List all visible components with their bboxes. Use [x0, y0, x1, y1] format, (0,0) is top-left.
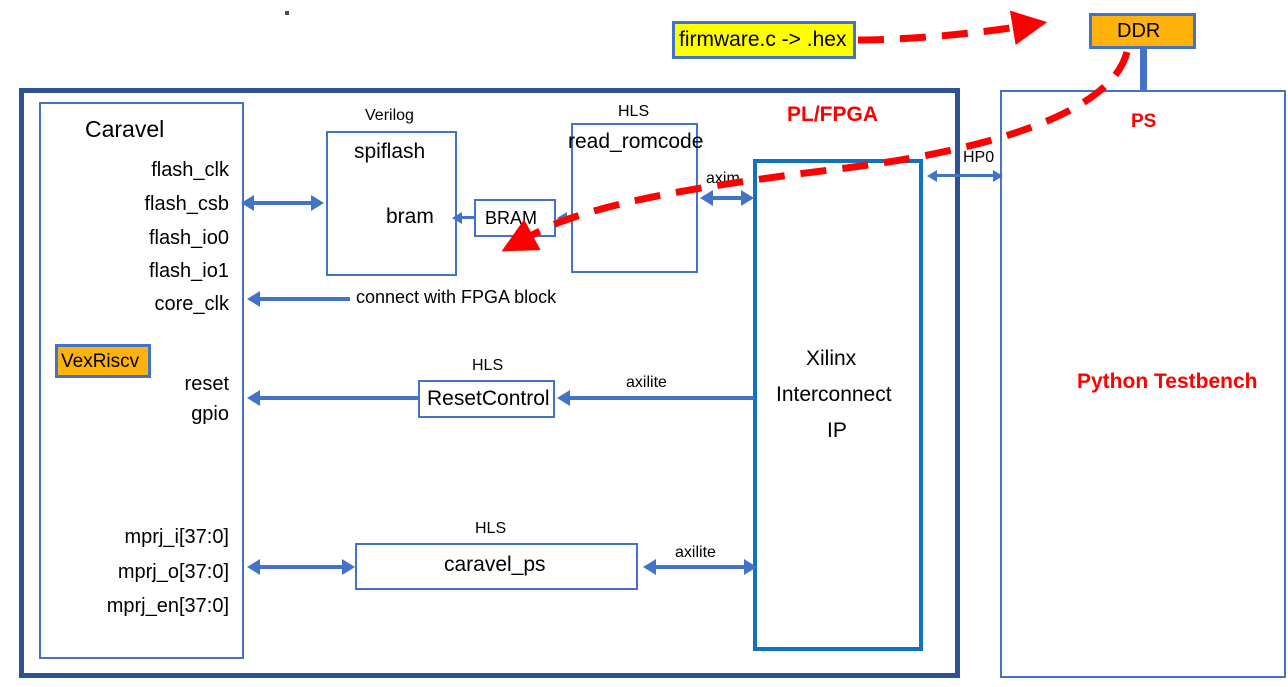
axilite-ps-label: axilite	[675, 544, 716, 561]
connector-axilite-ps	[653, 565, 748, 569]
vexriscv-label: VexRiscv	[61, 351, 140, 372]
interconnect-line-1: Xilinx	[806, 347, 857, 370]
axim-label: axim	[706, 170, 740, 187]
stray-dot-artifact	[285, 11, 289, 15]
ddr-label: DDR	[1117, 20, 1161, 42]
pin-flash-io0: flash_io0	[148, 227, 229, 249]
arrowhead-axim-right	[741, 190, 754, 206]
hp0-label: HP0	[963, 149, 995, 166]
caravel-block	[39, 102, 244, 659]
connector-caravel-spiflash	[252, 201, 316, 205]
axilite-reset-label: axilite	[626, 374, 667, 391]
pin-flash-csb: flash_csb	[144, 193, 230, 215]
arrowhead-caravel-spiflash-left	[241, 195, 254, 211]
arrowhead-romcode-to-bram	[557, 212, 567, 224]
arrowhead-bram-to-spiflash	[452, 212, 462, 224]
connect-with-fpga-note: connect with FPGA block	[356, 287, 557, 307]
arrowhead-axilite-reset	[557, 390, 570, 406]
arrowhead-axim-left	[700, 190, 713, 206]
arrowhead-hp0-right	[993, 170, 1003, 182]
resetcontrol-kind-label: HLS	[472, 357, 504, 374]
connector-resetcontrol-to-caravel	[258, 396, 418, 400]
pin-mprj-o: mprj_o[37:0]	[117, 561, 229, 583]
spiflash-kind-label: Verilog	[365, 107, 414, 124]
read-romcode-kind-label: HLS	[618, 103, 650, 120]
pin-core-clk: core_clk	[154, 293, 229, 315]
ddr-block	[1089, 13, 1196, 49]
arrowhead-caravel-to-caravelps-right	[342, 559, 355, 575]
pin-mprj-en: mprj_en[37:0]	[106, 595, 229, 617]
caravel-ps-label: caravel_ps	[444, 553, 546, 576]
connector-bram-to-spiflash	[461, 216, 475, 219]
pl-fpga-label: PL/FPGA	[787, 103, 879, 126]
red-arrow-firmware-to-ddr	[857, 10, 1048, 46]
arrowhead-caravel-spiflash-right	[311, 195, 324, 211]
connector-caravel-to-caravelps	[258, 565, 347, 569]
connector-axilite-reset	[568, 396, 754, 400]
pin-mprj-i: mprj_i[37:0]	[124, 526, 230, 548]
arrowhead-core-clk	[247, 291, 260, 307]
arrowhead-caravel-to-caravelps-left	[247, 559, 260, 575]
pin-reset: reset	[184, 373, 229, 395]
bram-submodule-label: bram	[386, 205, 434, 228]
resetcontrol-block	[418, 380, 555, 418]
interconnect-line-3: IP	[827, 419, 847, 442]
resetcontrol-label: ResetControl	[427, 387, 550, 410]
caravel-title: Caravel	[85, 116, 165, 142]
pin-flash-io1: flash_io1	[148, 260, 229, 282]
pin-gpio: gpio	[191, 403, 229, 425]
caravel-ps-block	[355, 543, 638, 590]
caravel-ps-kind-label: HLS	[475, 520, 507, 537]
connector-romcode-to-bram	[566, 216, 574, 219]
arrowhead-resetcontrol-to-caravel	[247, 390, 260, 406]
connector-ddr-to-ps	[1140, 48, 1147, 90]
connector-core-clk	[258, 297, 350, 301]
ps-label: PS	[1131, 111, 1157, 132]
arrowhead-axilite-ps-right	[744, 559, 757, 575]
pin-flash-clk: flash_clk	[151, 159, 229, 181]
read-romcode-label: read_romcode	[568, 130, 704, 153]
spiflash-block	[326, 131, 457, 276]
interconnect-line-2: Interconnect	[776, 383, 892, 406]
bram-label: BRAM	[485, 208, 538, 228]
pl-fpga-region	[19, 88, 960, 678]
python-testbench-label: Python Testbench	[1077, 370, 1258, 393]
vexriscv-core	[55, 344, 151, 378]
arrowhead-axilite-ps-left	[643, 559, 656, 575]
spiflash-label: spiflash	[354, 140, 426, 163]
ps-region	[1000, 90, 1286, 678]
arrowhead-hp0-left	[927, 170, 937, 182]
firmware-label: firmware.c -> .hex	[679, 28, 847, 51]
connector-hp0	[936, 174, 998, 177]
